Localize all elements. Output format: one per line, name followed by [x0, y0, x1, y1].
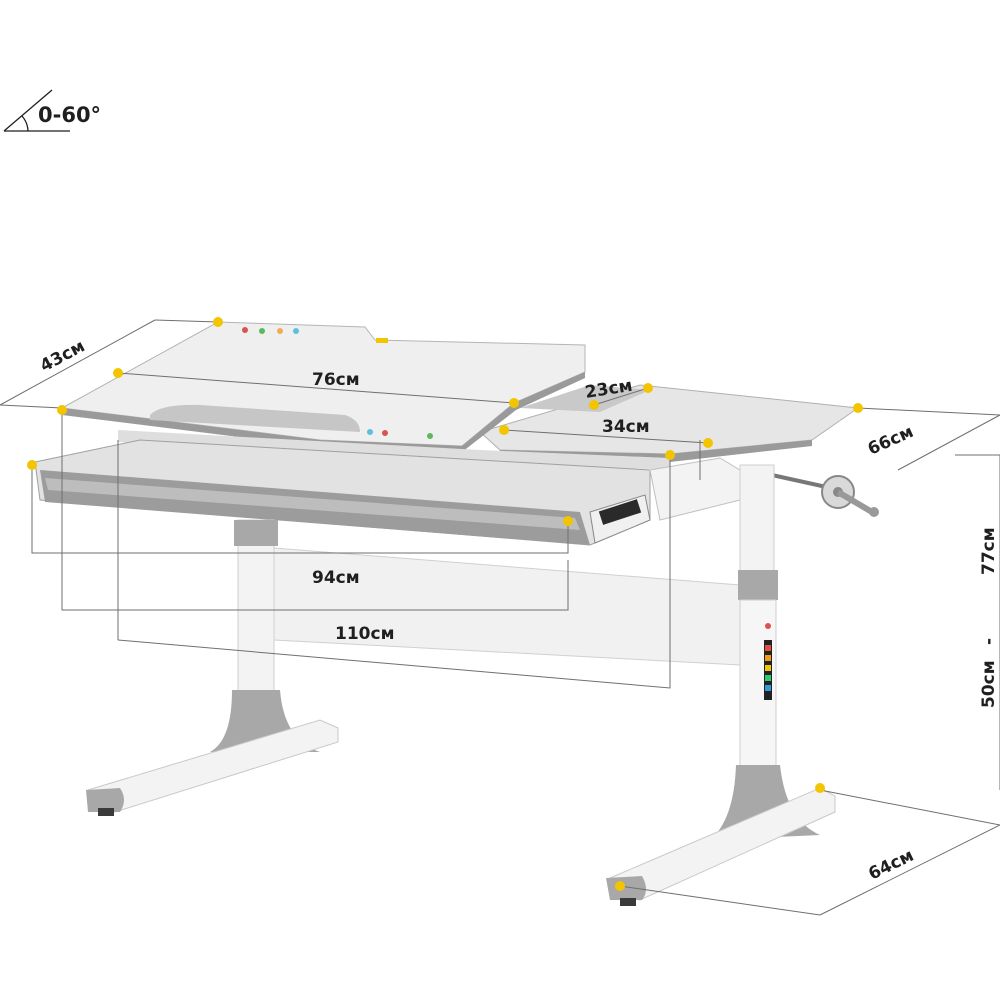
dim-line-66 [897, 414, 1000, 471]
dim-line-76 [117, 372, 515, 404]
marker-dot [57, 405, 67, 415]
marker-dot [853, 403, 863, 413]
right-leg-collar [738, 570, 778, 600]
drawer-handle-groove [45, 478, 580, 530]
label-total-width: 110см [335, 624, 394, 644]
marker-dot [589, 400, 599, 410]
dim-line-43 [0, 319, 156, 406]
right-leg-upper [739, 464, 775, 576]
marker-dot [213, 317, 223, 327]
label-height-min: 50см [979, 660, 999, 708]
marker-dot [499, 425, 509, 435]
left-leg-collar [234, 520, 278, 546]
angle-ray-line [3, 89, 53, 132]
angle-indicator: 0-60° [3, 89, 101, 132]
pen-tray [520, 385, 650, 412]
label-height-max: 77см [979, 527, 999, 575]
marker-dot [703, 438, 713, 448]
marker-dot [815, 783, 825, 793]
label-height-dash: - [979, 638, 999, 645]
label-base-depth: 64см [865, 846, 917, 885]
side-cabinet [649, 457, 741, 521]
right-foot-cap [606, 876, 646, 900]
top-panel-stickers [242, 327, 433, 439]
dim-box-94 [31, 465, 569, 554]
dim-box-110 [117, 458, 671, 689]
angle-label: 0-60° [38, 103, 101, 127]
right-foot-pad [620, 898, 636, 906]
tilting-top-side-edge [462, 372, 585, 452]
left-leg-column [237, 519, 275, 696]
label-shelf-width: 34см [602, 417, 650, 437]
marker-dot [509, 398, 519, 408]
dimension-lines [0, 319, 1000, 916]
height-scale-sticker [764, 623, 772, 700]
marker-dot [615, 881, 625, 891]
marker-dot [643, 383, 653, 393]
left-base-foot [87, 719, 339, 813]
left-foot-pad [98, 808, 114, 816]
label-tilt-width: 76см [312, 370, 360, 390]
under-frame [118, 430, 670, 470]
dim-line-34 [503, 429, 709, 444]
angle-arc [21, 115, 29, 132]
book-stop-strip [150, 404, 360, 432]
drawer-slide-mechanism [598, 499, 642, 525]
marker-dot [563, 516, 573, 526]
marker-dot [665, 450, 675, 460]
left-foot-cap [86, 788, 124, 812]
dim-line-64 [819, 824, 1000, 916]
desk-illustration [34, 321, 879, 906]
label-desk-depth: 66см [865, 422, 917, 460]
marker-dot [27, 460, 37, 470]
measurement-markers [27, 317, 863, 891]
label-drawer-width: 94см [312, 568, 360, 588]
dim-line-23 [593, 387, 649, 406]
marker-dot [113, 368, 123, 378]
